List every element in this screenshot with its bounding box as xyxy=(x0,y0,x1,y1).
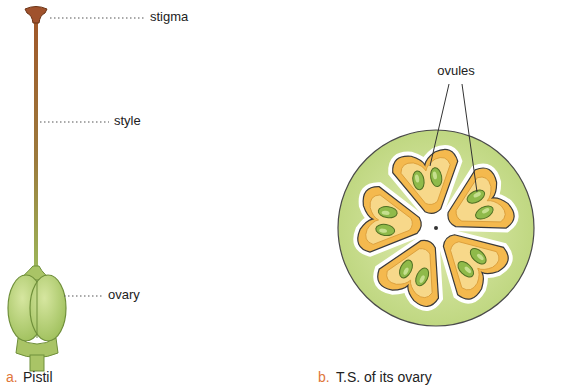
ovule xyxy=(429,167,443,188)
ovule-highlight xyxy=(381,210,389,215)
part-label: style xyxy=(114,114,141,129)
ovule xyxy=(413,266,431,288)
ovule-highlight xyxy=(402,267,409,276)
ovule-highlight xyxy=(473,191,482,198)
locule-cavity xyxy=(445,174,508,239)
ovule xyxy=(411,170,425,191)
ovary-section xyxy=(338,130,534,326)
part-label: ovules xyxy=(437,64,475,79)
ovule-highlight xyxy=(476,253,485,261)
leader-line xyxy=(50,17,144,18)
locule-wall xyxy=(356,185,426,259)
figure-letter: a. xyxy=(6,369,18,385)
ovule xyxy=(378,205,398,219)
figure-caption: Pistil xyxy=(23,369,53,385)
ovule xyxy=(468,246,489,267)
ovule-highlight xyxy=(379,228,387,233)
ovule xyxy=(473,203,495,222)
figure-letter: b. xyxy=(318,369,330,385)
ovary-lobe xyxy=(30,275,66,341)
locule-cavity xyxy=(399,156,456,209)
leader-line xyxy=(40,121,109,122)
locule xyxy=(356,185,426,259)
ovule xyxy=(455,259,476,280)
pistil-drawing xyxy=(8,7,66,372)
ovule-highlight xyxy=(481,207,490,214)
ovule xyxy=(397,258,415,280)
locules xyxy=(356,147,519,311)
part-label: stigma xyxy=(150,10,188,25)
style-stalk xyxy=(34,22,38,272)
locule-gap xyxy=(356,185,426,259)
ovule-highlight xyxy=(419,275,426,284)
locule-cavity xyxy=(383,239,448,301)
stalk-base xyxy=(30,355,44,371)
figure-caption: T.S. of its ovary xyxy=(336,369,432,385)
part-label: ovary xyxy=(108,288,140,303)
ovary-wall xyxy=(338,130,534,326)
lobe-groove xyxy=(37,280,38,338)
leader-line xyxy=(64,295,103,296)
leader-lines xyxy=(40,18,144,296)
ovule xyxy=(375,223,395,237)
ovule-highlight xyxy=(432,171,437,180)
ovule-highlight xyxy=(414,174,419,183)
leader-lines xyxy=(430,84,477,192)
leader-line xyxy=(430,84,449,166)
ovule xyxy=(465,187,487,206)
ovule-highlight xyxy=(464,266,473,274)
leader-line xyxy=(462,84,477,192)
stigma-shape xyxy=(25,7,47,24)
central-axis xyxy=(434,226,438,230)
locule-cavity xyxy=(436,227,503,294)
locule-cavity xyxy=(365,194,416,250)
